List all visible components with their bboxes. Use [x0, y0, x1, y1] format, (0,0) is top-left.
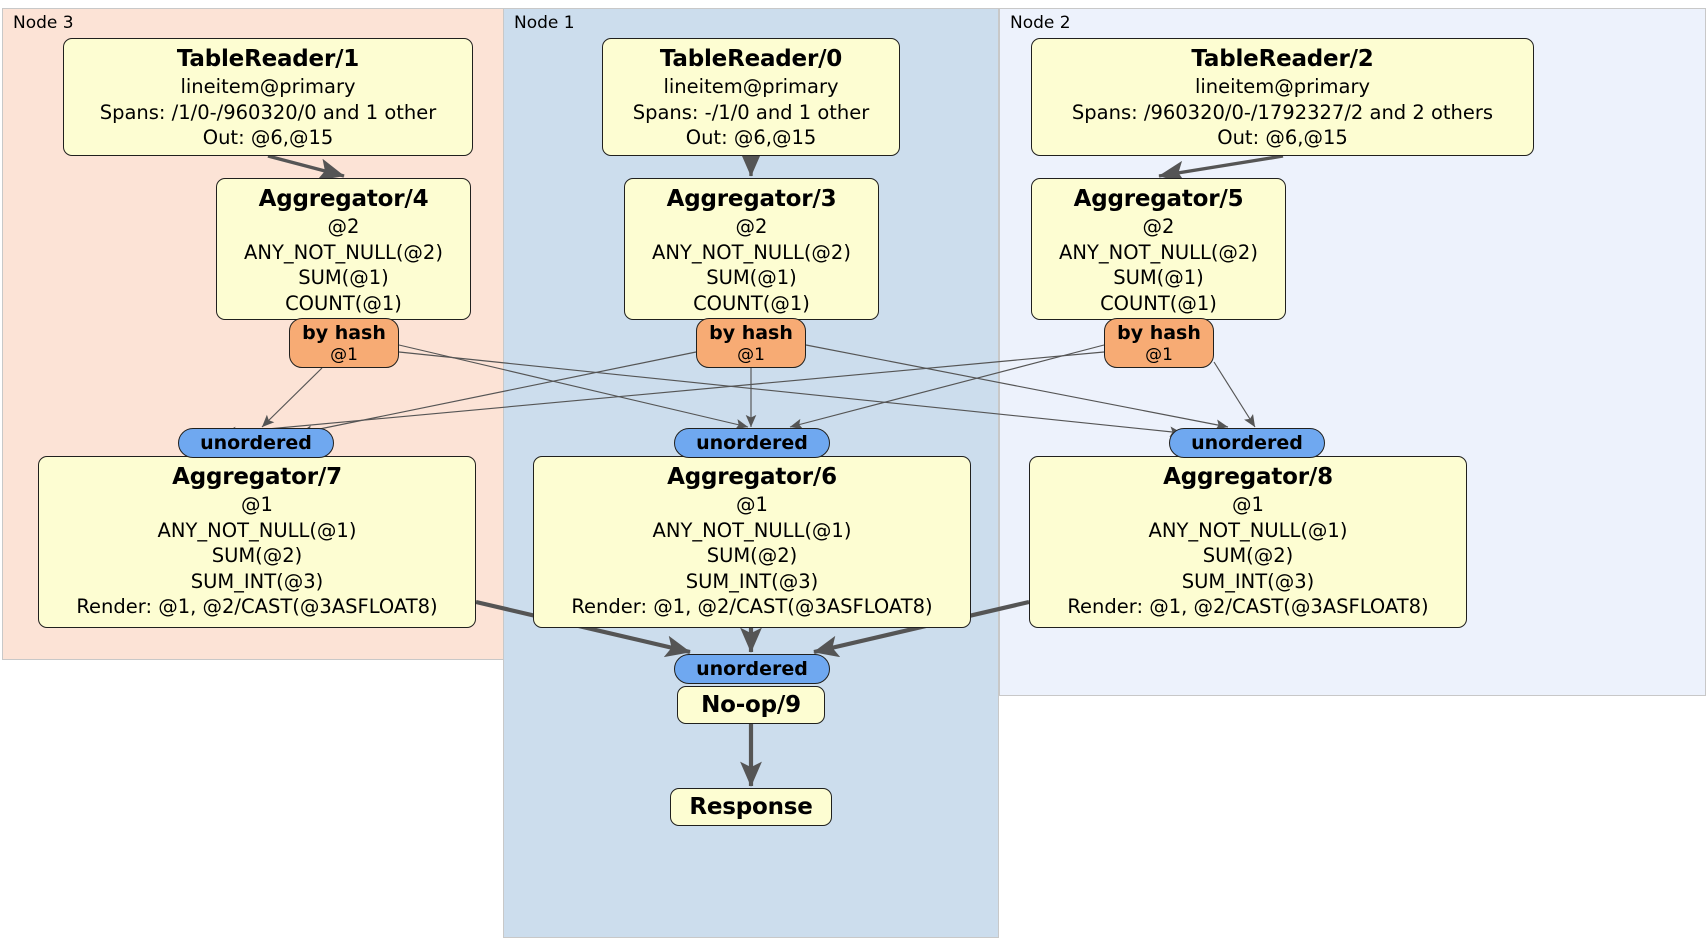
router-label: by hash	[302, 322, 386, 344]
router-unord6[interactable]: unordered	[674, 428, 830, 458]
router-label: by hash	[709, 322, 793, 344]
processor-detail-line: ANY_NOT_NULL(@1)	[1148, 518, 1348, 542]
node-region-label: Node 1	[514, 13, 575, 33]
router-label: unordered	[696, 658, 808, 680]
processor-detail-line: SUM(@1)	[298, 266, 389, 289]
processor-detail-line: COUNT(@1)	[285, 291, 402, 315]
processor-title: TableReader/2	[1191, 46, 1374, 72]
processor-detail-line: @2	[1142, 215, 1175, 238]
processor-title: Aggregator/5	[1073, 186, 1244, 212]
processor-detail-line: lineitem@primary	[1194, 75, 1371, 98]
processor-response[interactable]: Response	[670, 788, 832, 826]
processor-detail-line: ANY_NOT_NULL(@2)	[244, 240, 443, 264]
processor-detail-line: SUM_INT(@3)	[190, 569, 324, 593]
processor-detail-line: @1	[241, 493, 273, 516]
processor-detail-line: COUNT(@1)	[693, 291, 810, 315]
processor-detail-line: SUM(@2)	[211, 544, 303, 567]
router-label: unordered	[1191, 432, 1303, 454]
processor-detail-line: SUM(@2)	[1202, 544, 1294, 567]
processor-title: Aggregator/8	[1163, 464, 1333, 490]
processor-title: No-op/9	[701, 692, 801, 718]
processor-detail-line: SUM(@1)	[1113, 266, 1204, 289]
router-unord8[interactable]: unordered	[1169, 428, 1325, 458]
processor-title: TableReader/1	[176, 46, 360, 72]
processor-detail-line: COUNT(@1)	[1100, 291, 1217, 315]
processor-detail-line: Render: @1, @2/CAST(@3ASFLOAT8)	[76, 595, 438, 618]
processor-detail-line: Render: @1, @2/CAST(@3ASFLOAT8)	[1067, 595, 1429, 618]
router-label: unordered	[200, 432, 312, 454]
processor-detail-line: @1	[1232, 493, 1264, 516]
processor-title: Aggregator/3	[666, 186, 837, 212]
processor-detail-line: Spans: /1/0-/960320/0 and 1 other	[99, 100, 437, 124]
processor-detail-line: @2	[327, 215, 360, 238]
processor-detail-line: ANY_NOT_NULL(@1)	[652, 518, 852, 542]
processor-detail-line: Out: @6,@15	[202, 126, 334, 149]
router-label: unordered	[696, 432, 808, 454]
router-label: by hash	[1117, 322, 1201, 344]
router-hash4[interactable]: by hash@1	[289, 318, 399, 368]
processor-detail-line: lineitem@primary	[180, 75, 356, 98]
router-unord7[interactable]: unordered	[178, 428, 334, 458]
router-sublabel: @1	[1145, 345, 1173, 365]
processor-detail-line: @2	[735, 215, 768, 238]
processor-title: Aggregator/6	[667, 464, 837, 490]
router-hash5[interactable]: by hash@1	[1104, 318, 1214, 368]
router-sublabel: @1	[330, 345, 358, 365]
processor-detail-line: lineitem@primary	[663, 75, 839, 98]
processor-noop9[interactable]: No-op/9	[677, 686, 825, 724]
processor-title: Response	[689, 794, 813, 820]
processor-detail-line: Out: @6,@15	[1217, 126, 1348, 149]
router-sublabel: @1	[737, 345, 765, 365]
processor-detail-line: Spans: /960320/0-/1792327/2 and 2 others	[1071, 100, 1494, 124]
router-hash3[interactable]: by hash@1	[696, 318, 806, 368]
processor-detail-line: SUM(@1)	[706, 266, 797, 289]
processor-detail-line: Out: @6,@15	[685, 126, 817, 149]
processor-detail-line: ANY_NOT_NULL(@1)	[157, 518, 357, 542]
node-region-label: Node 3	[13, 13, 74, 33]
processor-detail-line: SUM_INT(@3)	[1181, 569, 1315, 593]
processor-detail-line: ANY_NOT_NULL(@2)	[652, 240, 851, 264]
router-unord9[interactable]: unordered	[674, 654, 830, 684]
processor-title: TableReader/0	[659, 46, 843, 72]
processor-title: Aggregator/7	[172, 464, 342, 490]
node-region-label: Node 2	[1010, 13, 1071, 33]
processor-detail-line: Render: @1, @2/CAST(@3ASFLOAT8)	[571, 595, 933, 618]
processor-title: Aggregator/4	[258, 186, 429, 212]
processor-detail-line: ANY_NOT_NULL(@2)	[1059, 240, 1258, 264]
processor-detail-line: SUM(@2)	[706, 544, 798, 567]
processor-detail-line: @1	[736, 493, 768, 516]
processor-detail-line: SUM_INT(@3)	[685, 569, 819, 593]
processor-detail-line: Spans: -/1/0 and 1 other	[632, 100, 870, 124]
